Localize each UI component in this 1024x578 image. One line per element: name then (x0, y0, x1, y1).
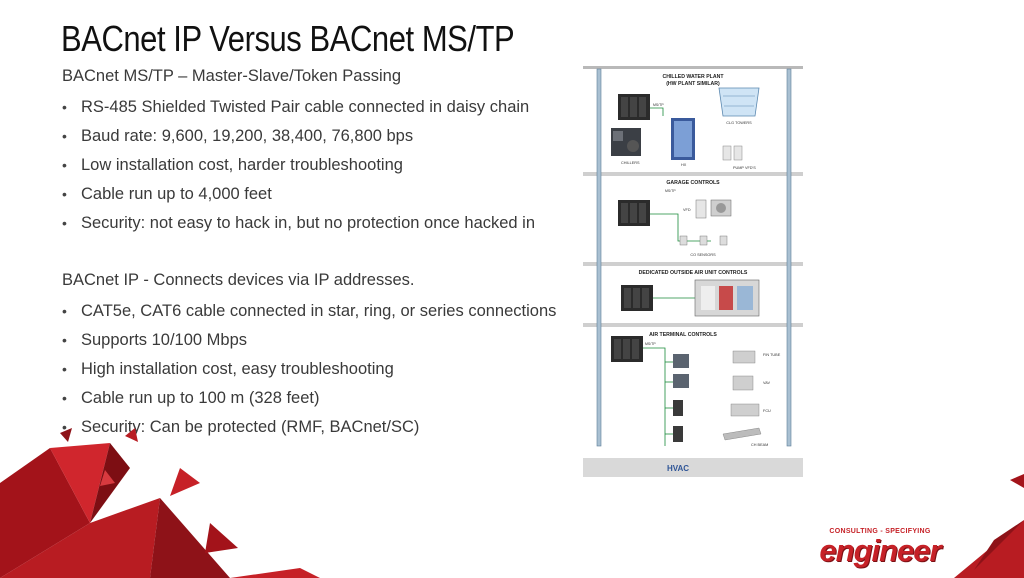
diagram-label: CH BEAM (751, 443, 768, 447)
ip-heading: BACnet IP - Connects devices via IP addr… (62, 271, 415, 289)
bullet-dot-icon: • (62, 419, 67, 435)
bullet-dot-icon: • (62, 128, 67, 144)
diagram-label: CO SENSORS (690, 253, 716, 257)
mstp-bullet-text: Cable run up to 4,000 feet (81, 185, 272, 203)
bullet-dot-icon: • (62, 186, 67, 202)
logo-tagline: CONSULTING - SPECIFYING (829, 528, 931, 535)
controller-panel-icon (621, 285, 653, 311)
mstp-bullet-text: Baud rate: 9,600, 19,200, 38,400, 76,800… (81, 127, 414, 145)
triangle-decoration-left (0, 428, 320, 578)
ip-bullet-text: Security: Can be protected (RMF, BACnet/… (81, 418, 420, 436)
network-label: MS/TP (645, 342, 656, 346)
mstp-bullet: • Low installation cost, harder troublesh… (62, 151, 535, 180)
ip-bullet: • Cable run up to 100 m (328 feet) (62, 384, 556, 413)
section-subtitle: (HW PLANT SIMILAR) (666, 81, 720, 87)
floor-slab (583, 172, 803, 176)
section-title: GARAGE CONTROLS (666, 180, 720, 186)
ip-bullet-text: High installation cost, easy troubleshoo… (81, 360, 394, 378)
bullet-dot-icon: • (62, 99, 67, 115)
controller-panel-icon (618, 94, 650, 120)
diagram-label: PUMP VFD'S (733, 166, 756, 170)
ip-bullet-text: Cable run up to 100 m (328 feet) (81, 389, 320, 407)
floor-slab (583, 323, 803, 327)
bullet-dot-icon: • (62, 332, 67, 348)
ip-bullet: • High installation cost, easy troublesho… (62, 355, 556, 384)
bullet-dot-icon: • (62, 157, 67, 173)
controller-panel-icon (611, 336, 643, 362)
section-title: AIR TERMINAL CONTROLS (649, 332, 717, 338)
diagram-label: FCU (763, 409, 771, 413)
co-sensor-icon (679, 235, 728, 246)
pump-vfd-icon (722, 145, 743, 161)
mstp-bullet-text: Low installation cost, harder troublesho… (81, 156, 403, 174)
diagram-footer-bar (583, 458, 803, 477)
network-label: MS/TP (665, 189, 676, 193)
terminal-unit-icon (722, 350, 762, 441)
diagram-label: HX (681, 163, 687, 167)
bullet-dot-icon: • (62, 215, 67, 231)
ip-bullet-text: CAT5e, CAT6 cable connected in star, rin… (81, 302, 557, 320)
riser-pipe (596, 68, 602, 447)
triangle-decoration-right (954, 474, 1024, 578)
bullet-dot-icon: • (62, 361, 67, 377)
heat-exchanger-icon (671, 118, 695, 160)
mstp-heading: BACnet MS/TP – Master-Slave/Token Passin… (62, 67, 402, 85)
mstp-bullet-list: • RS-485 Shielded Twisted Pair cable conn… (62, 93, 535, 238)
thermostat-icon (673, 354, 689, 442)
logo-wordmark: engineer (819, 533, 941, 568)
consulting-specifying-engineer-logo: CONSULTING - SPECIFYING engineer (805, 528, 955, 572)
fan-icon (710, 199, 732, 217)
diagram-label: CLG TOWERS (726, 121, 752, 125)
ip-bullet-text: Supports 10/100 Mbps (81, 331, 248, 349)
slide-title: BACnet IP Versus BACnet MS/TP (61, 18, 515, 59)
cooling-tower-icon (718, 87, 760, 117)
controller-panel-icon (618, 200, 650, 226)
mstp-bullet: • Cable run up to 4,000 feet (62, 180, 535, 209)
floor-slab (583, 262, 803, 266)
network-label: MS/TP (653, 103, 664, 107)
mstp-bullet: • Baud rate: 9,600, 19,200, 38,400, 76,80… (62, 122, 535, 151)
mstp-bullet-text: Security: not easy to hack in, but no pr… (81, 214, 536, 232)
hvac-network-diagram: CHILLED WATER PLANT (HW PLANT SIMILAR) M… (583, 66, 803, 477)
diagram-footer-label: HVAC (667, 464, 689, 473)
ip-bullet-list: • CAT5e, CAT6 cable connected in star, ri… (62, 297, 556, 442)
section-title: DEDICATED OUTSIDE AIR UNIT CONTROLS (639, 270, 748, 276)
mstp-bullet: • RS-485 Shielded Twisted Pair cable conn… (62, 93, 535, 122)
riser-pipe (786, 68, 792, 447)
chiller-icon (611, 128, 641, 156)
diagram-label: CHILLERS (621, 161, 640, 165)
air-handling-unit-icon (694, 279, 760, 317)
vfd-icon (695, 199, 707, 219)
mstp-bullet: • Security: not easy to hack in, but no p… (62, 209, 535, 238)
section-title: CHILLED WATER PLANT (663, 74, 725, 80)
diagram-label: VFD (683, 208, 691, 212)
diagram-label: VAV (763, 381, 771, 385)
diagram-label: FIN TUBE (763, 353, 781, 357)
bullet-dot-icon: • (62, 303, 67, 319)
ip-bullet: • Security: Can be protected (RMF, BACnet… (62, 413, 556, 442)
bullet-dot-icon: • (62, 390, 67, 406)
mstp-bullet-text: RS-485 Shielded Twisted Pair cable conne… (81, 98, 530, 116)
ip-bullet: • CAT5e, CAT6 cable connected in star, ri… (62, 297, 556, 326)
ip-bullet: • Supports 10/100 Mbps (62, 326, 556, 355)
